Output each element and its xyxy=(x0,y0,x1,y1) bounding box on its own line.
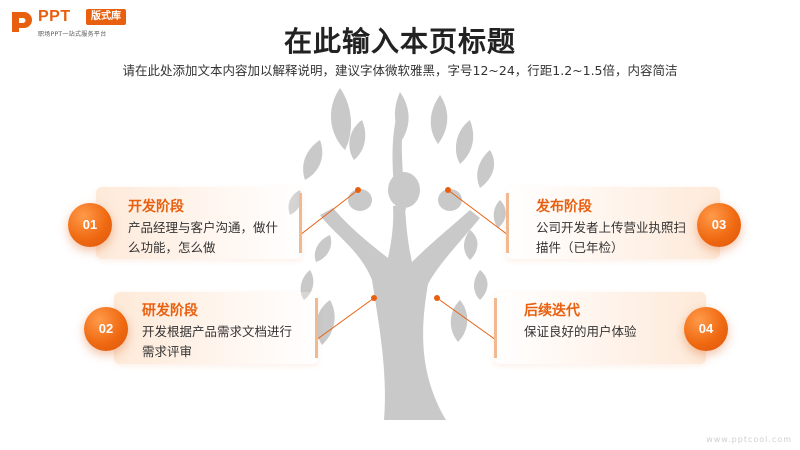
stage-number-02: 02 xyxy=(84,307,128,351)
stage-card-03 xyxy=(506,187,720,259)
card-accent-bar xyxy=(506,193,509,253)
stage-text-04: 保证良好的用户体验 xyxy=(524,324,637,339)
stage-card-04 xyxy=(494,292,706,364)
stage-title-04: 后续迭代 xyxy=(524,303,580,319)
p-logo-icon xyxy=(12,12,32,32)
stage-title-02: 研发阶段 xyxy=(142,303,198,319)
stage-text-01: 产品经理与客户沟通，做什么功能，怎么做 xyxy=(128,220,279,255)
page-title: 在此输入本页标题 xyxy=(283,25,516,58)
card-accent-bar xyxy=(494,298,497,358)
stage-number-01: 01 xyxy=(68,203,112,247)
brand-badge: 版式库 xyxy=(86,9,126,25)
stage-card-02 xyxy=(114,292,318,364)
stage-text-03: 公司开发者上传营业执照扫描件（已年检） xyxy=(536,220,687,255)
page-subtitle: 请在此处添加文本内容加以解释说明，建议字体微软雅黑，字号12~24，行距1.2~… xyxy=(122,63,678,78)
brand-tagline: 职场PPT一站式服务平台 xyxy=(38,31,107,38)
brand-logo: PPT 版式库 职场PPT一站式服务平台 xyxy=(10,8,160,38)
card-accent-bar xyxy=(315,298,318,358)
card-accent-bar xyxy=(299,193,302,253)
stage-title-03: 发布阶段 xyxy=(536,199,592,215)
stage-number-03: 03 xyxy=(697,203,741,247)
stage-number-04: 04 xyxy=(684,307,728,351)
brand-name: PPT xyxy=(38,8,71,25)
watermark: www.pptcool.com xyxy=(706,435,792,444)
stage-text-02: 开发根据产品需求文档进行需求评审 xyxy=(142,324,293,359)
stage-card-01 xyxy=(96,187,302,259)
stage-title-01: 开发阶段 xyxy=(128,199,184,215)
